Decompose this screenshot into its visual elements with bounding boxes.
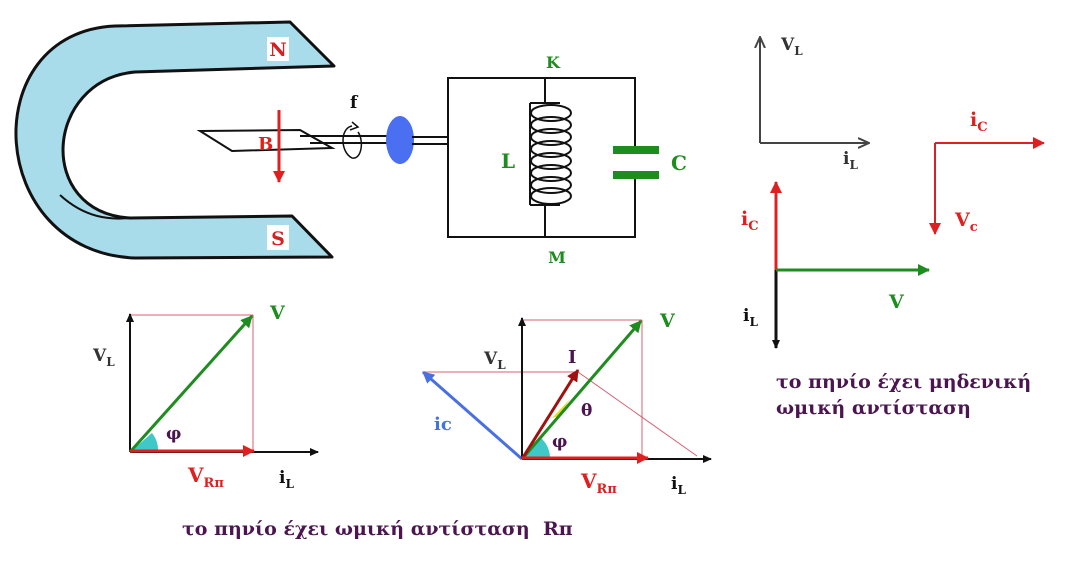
phi-angle-wedge <box>130 433 159 452</box>
inductor-coil-icon <box>529 102 572 206</box>
field-label: B <box>258 134 273 155</box>
north-label-bg <box>267 37 289 61</box>
slip-ring <box>386 116 414 164</box>
ic-arrow <box>422 370 523 461</box>
il-label: iL <box>671 474 686 497</box>
v-arrow <box>520 320 643 460</box>
vr-label: VRπ <box>580 469 617 497</box>
ic-up-label: iC <box>741 208 759 234</box>
phasor-lc-ideal: iC iL V το πηνίο έχει μηδενική ωμική αντ… <box>741 181 1031 419</box>
v-arrow <box>128 314 254 454</box>
ideal-coil-caption-line1: το πηνίο έχει μηδενική <box>776 371 1031 393</box>
vc-label: Vc <box>954 209 978 235</box>
il-down-label: iL <box>743 306 758 329</box>
north-pole-label: N <box>269 39 286 61</box>
capacitor-label: C <box>671 151 687 175</box>
v-label: V <box>269 302 286 324</box>
theta-angle-wedge <box>552 399 570 418</box>
vr-label: VRπ <box>187 463 224 491</box>
phasor-rlc: V VL I ic θ φ VRπ iL <box>422 310 712 497</box>
il-label: iL <box>279 468 294 491</box>
v-right-label: V <box>888 291 905 313</box>
v-label: V <box>659 310 676 332</box>
vl-label: VL <box>780 35 803 58</box>
node-m-label: M <box>548 248 566 267</box>
i-total-label: I <box>568 347 576 368</box>
i-total-arrow <box>520 369 580 460</box>
frequency-label: f <box>350 93 359 113</box>
phi-label: φ <box>552 432 567 452</box>
circuit-frame <box>447 77 636 238</box>
guide-diagonal <box>577 371 698 457</box>
vl-label: VL <box>92 346 115 369</box>
rotation-icon <box>342 125 363 159</box>
ic-label: iC <box>970 109 988 135</box>
capacitor-plate-top <box>613 146 659 154</box>
south-pole-label: S <box>271 228 285 250</box>
theta-label: θ <box>581 401 592 421</box>
coil-loop <box>196 128 336 153</box>
phi-angle-wedge <box>522 438 551 459</box>
node-k-label: K <box>546 53 561 72</box>
armature: B f <box>196 93 448 183</box>
ideal-coil-caption-line2: ωμική αντίσταση <box>776 397 971 419</box>
vl-label: VL <box>483 349 506 372</box>
phi-label: φ <box>166 424 181 444</box>
ic-label: ic <box>434 414 452 435</box>
horseshoe-magnet: N S <box>14 20 336 260</box>
lc-circuit: K M L C <box>447 53 687 267</box>
magnet-inner-edge <box>59 194 131 220</box>
phasor-rl: V VL φ VRπ iL <box>92 302 319 491</box>
south-label-bg <box>267 225 289 250</box>
rotation-arrowhead-icon <box>349 121 360 131</box>
capacitor-gap-cover <box>628 150 642 174</box>
magnet-body <box>14 20 336 260</box>
inductor-label: L <box>501 149 515 173</box>
il-label: iL <box>843 149 858 172</box>
phasor-vl-il: VL iL <box>760 35 868 172</box>
capacitor-plate-bottom <box>613 171 659 179</box>
phasor-ic-vc: iC Vc <box>929 109 1045 235</box>
resistive-coil-caption: το πηνίο έχει ωμική αντίσταση Rπ <box>182 518 573 540</box>
